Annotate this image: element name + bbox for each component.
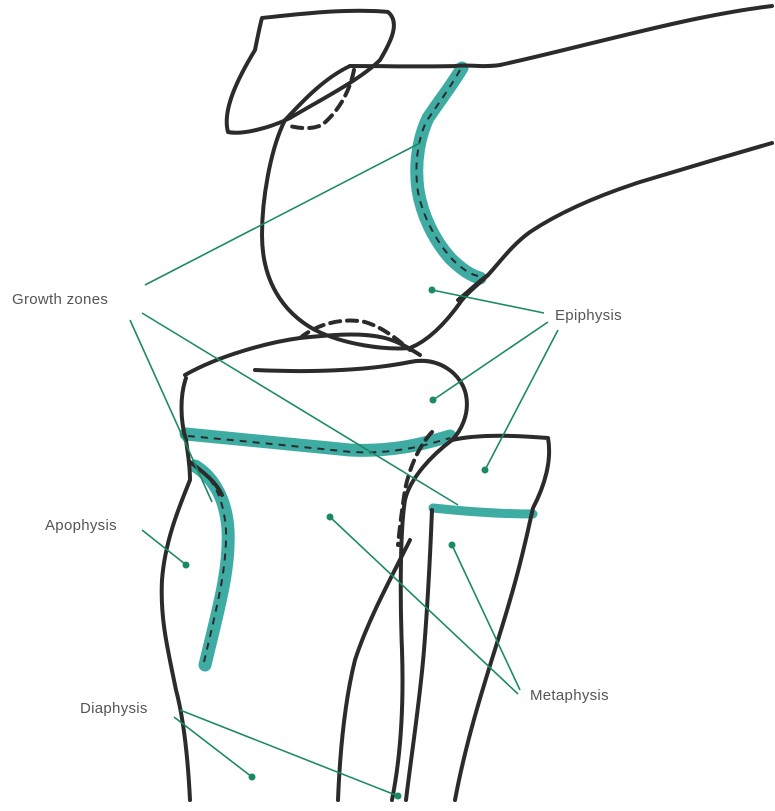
dot-diaphysis-tibia — [249, 774, 256, 781]
tibia-anterior-outline — [162, 378, 190, 800]
growth-plate-femur — [417, 68, 480, 278]
label-apophysis: Apophysis — [45, 517, 117, 534]
growth-plate-fibula — [433, 508, 533, 514]
fibula-outline — [452, 436, 549, 800]
label-epiphysis: Epiphysis — [555, 307, 622, 324]
leader-epiphysis-fibula — [485, 330, 558, 470]
leader-epiphysis-femur — [432, 290, 544, 313]
dot-epiphysis-femur — [429, 287, 436, 294]
tibia-outline — [255, 361, 467, 800]
leader-growth-zones-femur — [145, 143, 420, 285]
leader-metaphysis-fibula — [452, 545, 520, 690]
femur-lower-outline — [458, 143, 772, 300]
dot-metaphysis-tibia — [327, 514, 334, 521]
label-growth-zones: Growth zones — [12, 291, 108, 308]
joint-line-outline — [185, 335, 420, 375]
leader-diaphysis-fibula — [180, 710, 398, 796]
leader-epiphysis-tibia — [433, 322, 548, 400]
dot-epiphysis-fibula — [482, 467, 489, 474]
dot-apophysis — [183, 562, 190, 569]
dot-diaphysis-fibula — [395, 793, 402, 800]
dot-epiphysis-tibia — [430, 397, 437, 404]
patella-outline — [227, 11, 394, 133]
femur-upper-outline — [350, 6, 772, 66]
label-diaphysis: Diaphysis — [80, 700, 148, 717]
label-metaphysis: Metaphysis — [530, 687, 609, 704]
fibula-inner-outline — [406, 510, 432, 800]
dot-metaphysis-fibula — [449, 542, 456, 549]
